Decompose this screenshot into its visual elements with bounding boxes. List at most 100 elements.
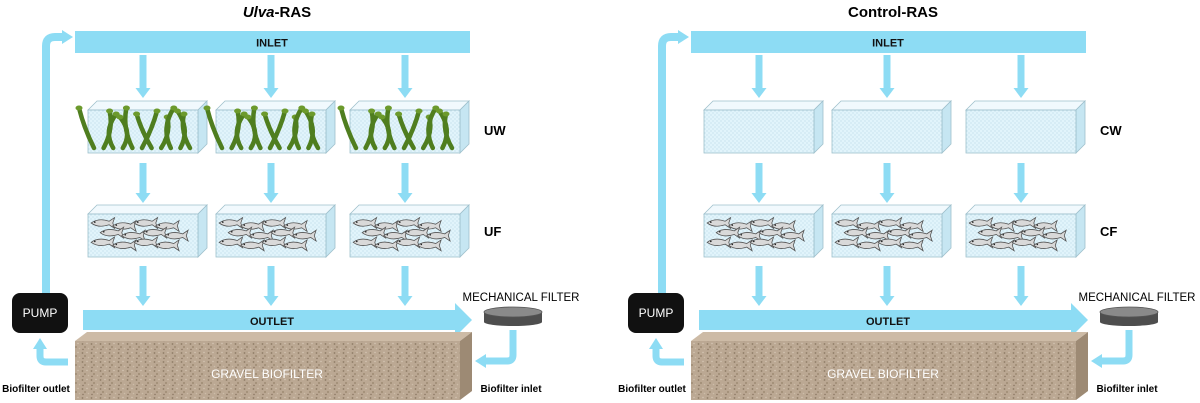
fish-icon bbox=[968, 216, 994, 230]
fish-tank bbox=[965, 204, 1086, 258]
fish-eye bbox=[993, 224, 996, 226]
seaweed-blade bbox=[180, 111, 193, 151]
fish-icon bbox=[758, 226, 784, 240]
fish-icon bbox=[977, 226, 1003, 240]
fish-body bbox=[133, 235, 159, 249]
flow-arrow bbox=[135, 266, 151, 306]
fish-body bbox=[374, 219, 399, 233]
flow-arrow bbox=[751, 55, 767, 98]
seaweed-blade bbox=[76, 105, 97, 151]
seaweed-tip bbox=[281, 108, 289, 114]
fish-eye bbox=[783, 233, 786, 236]
fish-body bbox=[261, 235, 287, 249]
tank-top bbox=[703, 204, 824, 215]
outlet-pipe bbox=[699, 303, 1088, 337]
seaweed-icon bbox=[203, 105, 321, 151]
fish-icon bbox=[856, 219, 881, 233]
fish-body bbox=[112, 238, 137, 252]
fish-eye bbox=[1045, 233, 1048, 236]
fish-icon bbox=[249, 229, 274, 243]
mechanical-filter-label: MECHANICAL FILTER bbox=[463, 292, 580, 304]
fish-eye bbox=[398, 240, 401, 243]
fish-body bbox=[706, 216, 732, 230]
mechanical-filter-label: MECHANICAL FILTER bbox=[1079, 292, 1196, 304]
fish-body bbox=[240, 238, 265, 252]
fish-eye bbox=[102, 230, 105, 233]
mechanical-filter-lid bbox=[483, 306, 543, 318]
water-tank bbox=[703, 100, 824, 154]
fish-icon bbox=[417, 238, 442, 252]
tank-side bbox=[459, 204, 470, 258]
seaweed-tip bbox=[244, 114, 252, 120]
fish-body bbox=[749, 235, 775, 249]
seaweed-blade bbox=[385, 105, 397, 151]
fish-icon bbox=[133, 235, 159, 249]
fish-eye bbox=[124, 233, 127, 236]
fish-body bbox=[218, 235, 244, 249]
fish-icon bbox=[90, 216, 116, 230]
tank-top bbox=[215, 100, 336, 111]
flow-arrow bbox=[135, 55, 151, 98]
fish-eye bbox=[355, 221, 358, 223]
seaweed-tip bbox=[173, 108, 181, 114]
fish-icon bbox=[706, 216, 732, 230]
seaweed-icon bbox=[75, 105, 193, 151]
flow-arrow bbox=[751, 266, 767, 306]
tank-top bbox=[965, 204, 1086, 215]
flow-arrow bbox=[263, 163, 279, 203]
fish-body bbox=[834, 216, 860, 230]
panel-title: Control-RAS bbox=[848, 4, 938, 21]
biofilter-outlet-label: Biofilter outlet bbox=[2, 384, 70, 395]
fish-eye bbox=[993, 243, 996, 246]
fish-eye bbox=[243, 224, 246, 226]
flow-arrow bbox=[397, 55, 413, 98]
seaweed-tip bbox=[442, 111, 450, 117]
fish-eye bbox=[264, 221, 267, 223]
seaweed-tip bbox=[106, 108, 114, 114]
mechanical-filter-base bbox=[1100, 318, 1158, 326]
water-tank bbox=[831, 100, 952, 154]
fish-icon bbox=[856, 238, 881, 252]
fish-icon bbox=[780, 229, 805, 243]
flow-arrow bbox=[397, 163, 413, 203]
seaweed-tip bbox=[180, 111, 188, 117]
biofilter-side bbox=[460, 332, 472, 400]
fish-icon bbox=[728, 219, 753, 233]
flow-arrow bbox=[751, 163, 767, 203]
fish-icon bbox=[352, 216, 378, 230]
fish-tank bbox=[703, 204, 824, 258]
fish-body bbox=[155, 238, 180, 252]
tank-side bbox=[813, 100, 824, 154]
seaweed-blade bbox=[134, 111, 154, 151]
seaweed-blade bbox=[442, 111, 455, 151]
fish-eye bbox=[230, 230, 233, 233]
fish-body bbox=[1011, 235, 1037, 249]
fish-body bbox=[780, 229, 805, 243]
fish-eye bbox=[971, 221, 974, 223]
fish-icon bbox=[1042, 229, 1067, 243]
fish-eye bbox=[136, 221, 139, 223]
fish-icon bbox=[899, 219, 924, 233]
fish-icon bbox=[834, 235, 860, 249]
fish-icon bbox=[240, 219, 265, 233]
seaweed-tip bbox=[368, 108, 376, 114]
outlet-label: OUTLET bbox=[250, 316, 294, 328]
fish-icon bbox=[155, 219, 180, 233]
fish-body bbox=[877, 235, 903, 249]
tank-side bbox=[459, 100, 470, 154]
fish-eye bbox=[902, 243, 905, 246]
seaweed-tip bbox=[122, 105, 130, 111]
fish-icon bbox=[404, 226, 430, 240]
seaweed-icon bbox=[337, 105, 455, 151]
seaweed-blade bbox=[123, 105, 135, 151]
fish-icon bbox=[270, 226, 296, 240]
fish-icon bbox=[383, 229, 408, 243]
fish-eye bbox=[420, 224, 423, 226]
fish-icon bbox=[899, 238, 924, 252]
fish-body bbox=[968, 235, 994, 249]
fish-body bbox=[227, 226, 253, 240]
fish-body bbox=[977, 226, 1003, 240]
seaweed-tip bbox=[378, 114, 386, 120]
fish-icon bbox=[877, 216, 903, 230]
biofilter-front bbox=[691, 341, 1076, 400]
